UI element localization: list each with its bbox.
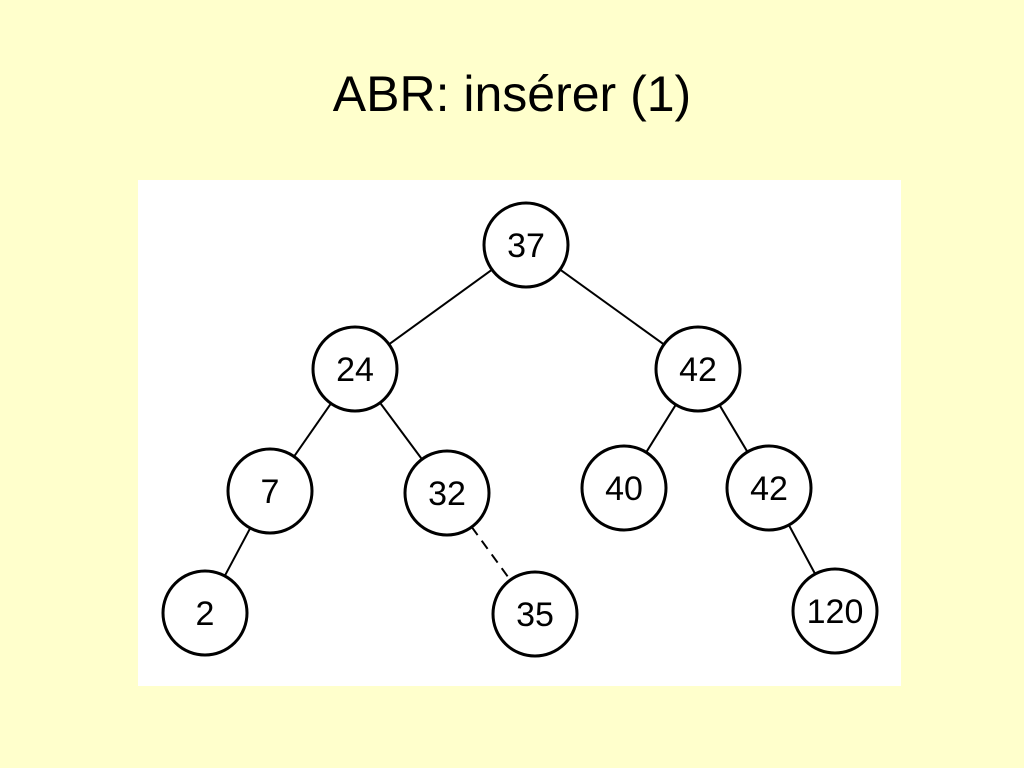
node-label: 24 [336, 351, 374, 389]
node-circle [311, 325, 399, 413]
node-circle [791, 567, 879, 655]
tree-edge-n42a-n40 [645, 404, 677, 453]
tree-edge-n42a-n42b [718, 404, 749, 453]
node-label: 32 [428, 475, 466, 513]
edges-layer [223, 268, 817, 581]
tree-node-n32: 32 [403, 449, 491, 537]
node-circle [491, 570, 579, 658]
node-label: 2 [196, 595, 215, 633]
tree-edge-n32-n35 [470, 526, 512, 581]
tree-edge-n42b-n120 [787, 524, 817, 575]
tree-node-n37: 37 [482, 201, 570, 289]
tree-node-n42b: 42 [725, 444, 813, 532]
node-label: 40 [605, 470, 643, 508]
node-label: 7 [261, 473, 280, 511]
tree-edge-n37-n24 [388, 268, 493, 346]
node-circle [580, 444, 668, 532]
node-circle [482, 201, 570, 289]
tree-edge-n24-n7 [293, 402, 332, 458]
nodes-layer: 37 24 42 7 32 40 42 2 35 120 [161, 201, 879, 658]
tree-edge-n37-n42a [559, 268, 665, 346]
node-label: 35 [516, 596, 554, 634]
node-label: 42 [750, 470, 788, 508]
tree-node-n7: 7 [226, 447, 314, 535]
tree-svg: 37 24 42 7 32 40 42 2 35 120 [161, 201, 879, 658]
tree-diagram: 37 24 42 7 32 40 42 2 35 120 [138, 180, 901, 686]
tree-node-n24: 24 [311, 325, 399, 413]
tree-node-n120: 120 [791, 567, 879, 655]
tree-node-n2: 2 [161, 569, 249, 657]
node-circle [654, 325, 742, 413]
tree-node-n42a: 42 [654, 325, 742, 413]
node-circle [161, 569, 249, 657]
tree-node-n35: 35 [491, 570, 579, 658]
tree-edge-n24-n32 [379, 402, 423, 460]
node-circle [226, 447, 314, 535]
slide-title: ABR: insérer (1) [332, 66, 692, 122]
node-label: 42 [679, 351, 717, 389]
tree-node-n40: 40 [580, 444, 668, 532]
tree-edge-n7-n2 [223, 527, 252, 577]
node-label: 120 [807, 593, 864, 631]
node-circle [403, 449, 491, 537]
node-circle [725, 444, 813, 532]
node-label: 37 [507, 227, 545, 265]
